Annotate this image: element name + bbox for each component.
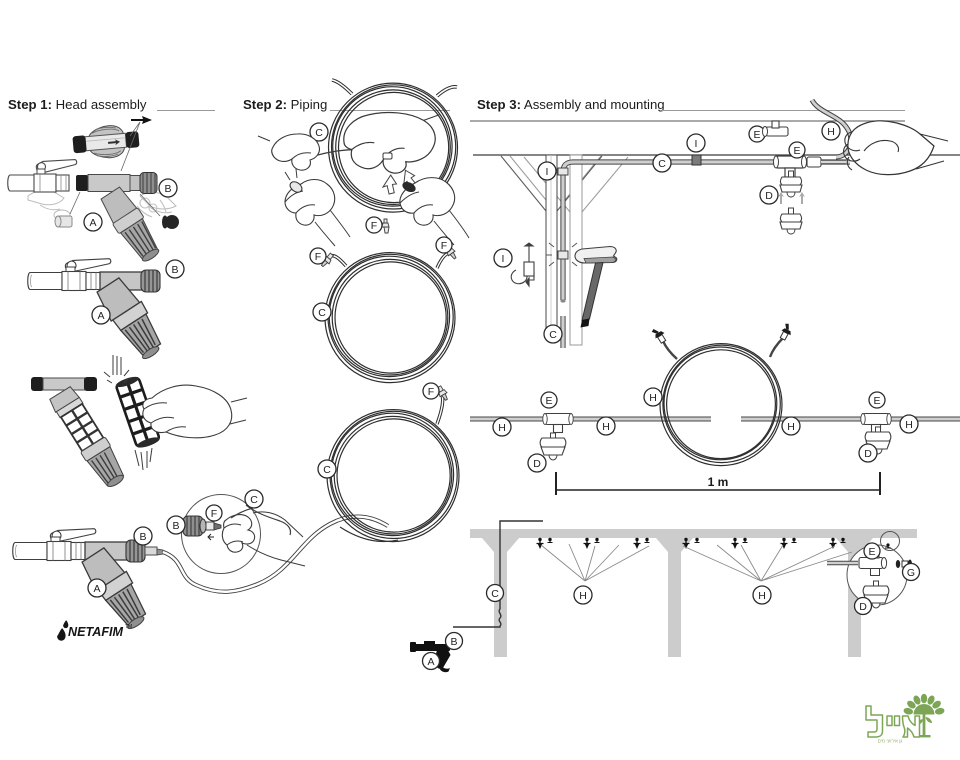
svg-text:H: H [827,126,835,138]
svg-text:F: F [211,508,217,520]
svg-text:H: H [758,590,766,602]
svg-text:Step 1: Head assembly: Step 1: Head assembly [8,97,147,112]
svg-text:H: H [602,421,610,433]
svg-text:A: A [93,583,100,595]
svg-text:H: H [787,421,795,433]
svg-text:A: A [427,656,434,668]
svg-text:1 m: 1 m [708,475,729,489]
svg-text:A: A [89,217,96,229]
svg-text:D: D [859,601,867,613]
svg-text:E: E [868,546,875,558]
svg-text:C: C [658,158,666,170]
svg-text:I: I [502,253,505,265]
svg-text:F: F [428,386,434,398]
svg-text:F: F [441,240,447,252]
svg-text:H: H [649,392,657,404]
svg-text:E: E [793,145,800,157]
svg-text:H: H [905,419,913,431]
svg-text:C: C [491,588,499,600]
svg-text:A: A [97,310,104,322]
svg-text:H: H [498,422,506,434]
svg-text:H: H [579,590,587,602]
svg-text:F: F [315,251,321,263]
svg-text:I: I [546,166,549,178]
svg-text:NETAFIM: NETAFIM [68,624,124,639]
svg-text:C: C [549,329,557,341]
svg-text:E: E [753,129,760,141]
svg-text:E: E [545,395,552,407]
svg-text:G: G [907,567,915,579]
svg-text:B: B [164,183,171,195]
svg-text:F: F [371,220,377,232]
svg-text:B: B [172,520,179,532]
svg-text:I: I [695,138,698,150]
svg-text:C: C [318,307,326,319]
svg-text:Step 2: Piping: Step 2: Piping [243,97,327,112]
svg-text:C: C [323,464,331,476]
svg-text:B: B [171,264,178,276]
svg-text:C: C [250,494,258,506]
svg-text:D: D [533,458,541,470]
svg-text:גן אירועי מים: גן אירועי מים [878,739,903,744]
svg-text:Step 3: Assembly and mounting: Step 3: Assembly and mounting [477,97,665,112]
svg-text:B: B [139,531,146,543]
svg-text:B: B [450,636,457,648]
svg-text:E: E [873,395,880,407]
svg-text:D: D [864,448,872,460]
svg-text:TM: TM [125,624,132,630]
svg-text:C: C [315,127,323,139]
svg-text:D: D [765,190,773,202]
